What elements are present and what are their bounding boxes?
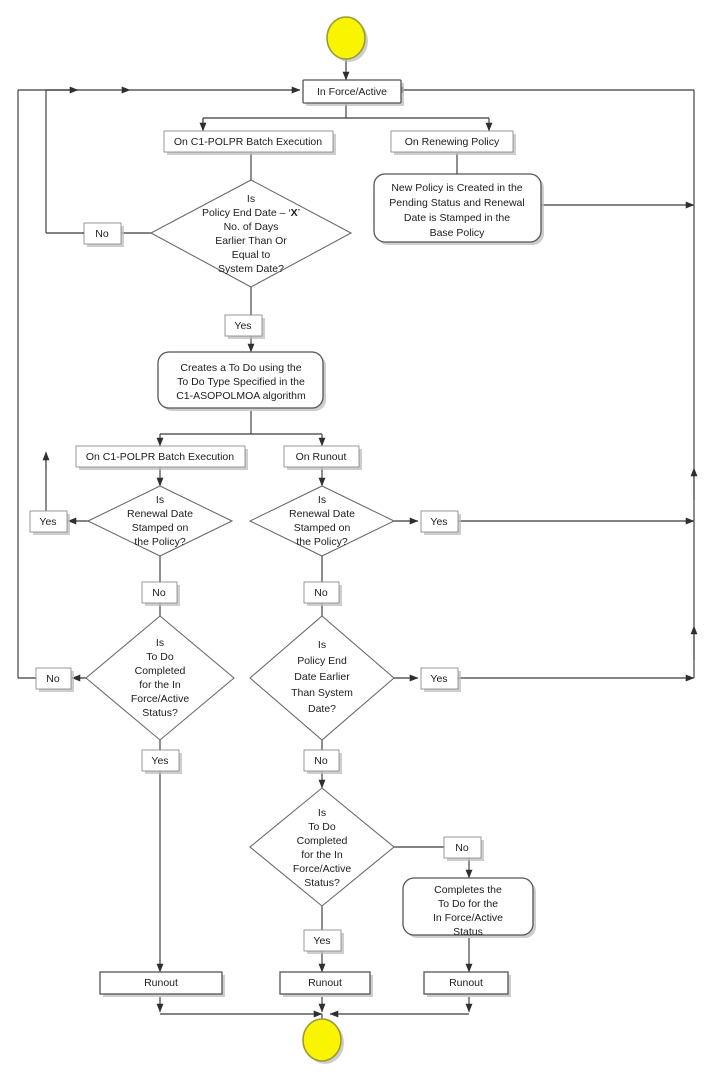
decision-todo-completed-left-line2: To Do	[146, 651, 174, 663]
node-runout-right[interactable]: Runout	[423, 971, 511, 997]
node-runout-left-label: Runout	[144, 977, 178, 989]
decision-renewal-stamped-left-line2: Renewal Date	[127, 508, 193, 520]
node-runout-center-label: Runout	[308, 977, 342, 989]
edge-label-no-policy-end-earlier-text: No	[314, 755, 328, 767]
decision-renewal-stamped-center-line2: Renewal Date	[289, 508, 355, 520]
node-runout-center[interactable]: Runout	[279, 971, 373, 997]
decision-todo-completed-left-line6: Status?	[142, 707, 178, 719]
edge-label-no-renewal-center-text: No	[314, 587, 328, 599]
decision-todo-completed-center-line6: Status?	[304, 877, 340, 889]
node-in-force-active[interactable]: In Force/Active	[302, 79, 404, 106]
decision-renewal-stamped-center-line3: Stamped on	[294, 522, 351, 534]
edge-label-yes-policy-end-earlier-text: Yes	[430, 673, 447, 685]
node-completes-todo-line3: In Force/Active	[433, 912, 503, 924]
edge-label-on-batch-execution-top: On C1-POLPR Batch Execution	[163, 130, 336, 155]
edge-label-on-batch-execution-top-text: On C1-POLPR Batch Execution	[174, 136, 322, 148]
decision-renewal-stamped-center[interactable]: Is Renewal Date Stamped on the Policy?	[248, 485, 396, 557]
edge-label-yes-todo-left: Yes	[141, 749, 182, 774]
node-completes-todo-line1: Completes the	[434, 884, 502, 896]
node-creates-todo-line2: To Do Type Specified in the	[177, 376, 305, 388]
edge-layer	[17, 56, 698, 1025]
edge-label-yes-policy-end-x: Yes	[224, 314, 265, 339]
edge-label-yes-todo-left-text: Yes	[151, 755, 168, 767]
decision-policy-end-date-x-line4: Earlier Than Or	[215, 235, 287, 247]
edge-label-on-runout-text: On Runout	[296, 451, 347, 463]
edge-label-no-renewal-center: No	[303, 581, 342, 606]
decision-policy-end-earlier-line5: Date?	[308, 703, 336, 715]
edge-label-no-todo-center: No	[443, 836, 484, 861]
decision-policy-end-earlier-line4: Than System	[291, 687, 353, 699]
decision-todo-completed-left-line1: Is	[156, 637, 164, 649]
decision-policy-end-date-x[interactable]: Is Policy End Date – ‘X’ No. of Days Ear…	[149, 179, 353, 288]
decision-policy-end-date-x-line2: Policy End Date – ‘X’	[202, 207, 300, 219]
edge-label-on-runout: On Runout	[283, 445, 362, 470]
node-new-policy-created-line1: New Policy is Created in the	[391, 182, 522, 194]
edge-label-yes-renewal-center-text: Yes	[430, 516, 447, 528]
edge-label-no-todo-left-text: No	[46, 673, 60, 685]
decision-policy-end-earlier-line2: Policy End	[297, 655, 347, 667]
decision-renewal-stamped-center-line1: Is	[318, 494, 326, 506]
decision-renewal-stamped-center-line4: the Policy?	[296, 536, 348, 548]
end-terminator	[302, 1018, 344, 1064]
decision-todo-completed-center-line1: Is	[318, 807, 326, 819]
node-in-force-active-label: In Force/Active	[317, 86, 387, 98]
edge-inforce-fork	[202, 104, 489, 132]
decision-policy-end-earlier-line3: Date Earlier	[294, 671, 350, 683]
decision-renewal-stamped-left-line1: Is	[156, 494, 164, 506]
edge-label-on-batch-execution-mid-text: On C1-POLPR Batch Execution	[86, 451, 234, 463]
edge-label-yes-policy-end-x-text: Yes	[234, 320, 251, 332]
edge-label-no-policy-end-x-text: No	[95, 228, 109, 240]
decision-policy-end-date-x-line5: Equal to	[232, 249, 271, 261]
node-new-policy-created-line4: Base Policy	[430, 227, 486, 239]
decision-renewal-stamped-left-line3: Stamped on	[132, 522, 189, 534]
edge-label-yes-renewal-center: Yes	[420, 510, 461, 535]
decision-todo-completed-center[interactable]: Is To Do Completed for the In Force/Acti…	[249, 787, 395, 907]
node-new-policy-created-line3: Date is Stamped in the	[404, 212, 510, 224]
edge-label-on-renewing-policy: On Renewing Policy	[390, 130, 516, 155]
decision-renewal-stamped-left[interactable]: Is Renewal Date Stamped on the Policy?	[86, 485, 234, 557]
decision-todo-completed-left[interactable]: Is To Do Completed for the In Force/Acti…	[85, 615, 235, 741]
decision-todo-completed-center-line4: for the In	[301, 849, 343, 861]
node-runout-right-label: Runout	[449, 977, 483, 989]
edge-label-no-renewal-left: No	[141, 581, 180, 606]
edge-label-no-policy-end-x: No	[83, 222, 124, 247]
node-creates-todo-line1: Creates a To Do using the	[180, 362, 301, 374]
edge-label-yes-todo-center-text: Yes	[313, 935, 330, 947]
decision-policy-end-earlier-line1: Is	[318, 639, 326, 651]
decision-policy-end-date-x-line6: System Date?	[218, 263, 284, 275]
node-completes-todo-line4: Status	[453, 926, 483, 938]
node-creates-todo[interactable]: Creates a To Do using the To Do Type Spe…	[157, 351, 326, 411]
edge-label-yes-todo-center: Yes	[303, 929, 344, 954]
edge-label-no-renewal-left-text: No	[152, 587, 166, 599]
decision-policy-end-date-x-line3: No. of Days	[224, 221, 279, 233]
edge-label-yes-renewal-left-text: Yes	[39, 516, 56, 528]
node-runout-left[interactable]: Runout	[99, 971, 225, 997]
node-completes-todo-line2: To Do for the	[438, 898, 498, 910]
edge-label-yes-policy-end-earlier: Yes	[420, 667, 461, 692]
decision-todo-completed-center-line3: Completed	[297, 835, 348, 847]
decision-todo-completed-center-line2: To Do	[308, 821, 336, 833]
edge-label-no-todo-left: No	[35, 667, 74, 692]
edge-label-on-renewing-policy-text: On Renewing Policy	[405, 136, 500, 148]
edge-createstodo-fork	[160, 411, 322, 435]
edge-label-on-batch-execution-mid: On C1-POLPR Batch Execution	[75, 445, 248, 470]
start-terminator	[326, 16, 368, 62]
decision-policy-end-earlier[interactable]: Is Policy End Date Earlier Than System D…	[249, 615, 395, 741]
decision-todo-completed-left-line4: for the In	[139, 679, 181, 691]
node-new-policy-created[interactable]: New Policy is Created in the Pending Sta…	[373, 173, 544, 245]
edge-label-no-policy-end-earlier: No	[303, 749, 342, 774]
node-completes-todo[interactable]: Completes the To Do for the In Force/Act…	[402, 877, 536, 938]
decision-renewal-stamped-left-line4: the Policy?	[134, 536, 186, 548]
edge-label-yes-renewal-left: Yes	[29, 510, 70, 535]
node-new-policy-created-line2: Pending Status and Renewal	[389, 197, 524, 209]
decision-policy-end-date-x-line1: Is	[247, 193, 255, 205]
decision-todo-completed-left-line3: Completed	[135, 665, 186, 677]
node-creates-todo-line3: C1-ASOPOLMOA algorithm	[176, 390, 306, 402]
decision-todo-completed-center-line5: Force/Active	[293, 863, 352, 875]
decision-todo-completed-left-line5: Force/Active	[131, 693, 190, 705]
edge-label-no-todo-center-text: No	[455, 842, 469, 854]
